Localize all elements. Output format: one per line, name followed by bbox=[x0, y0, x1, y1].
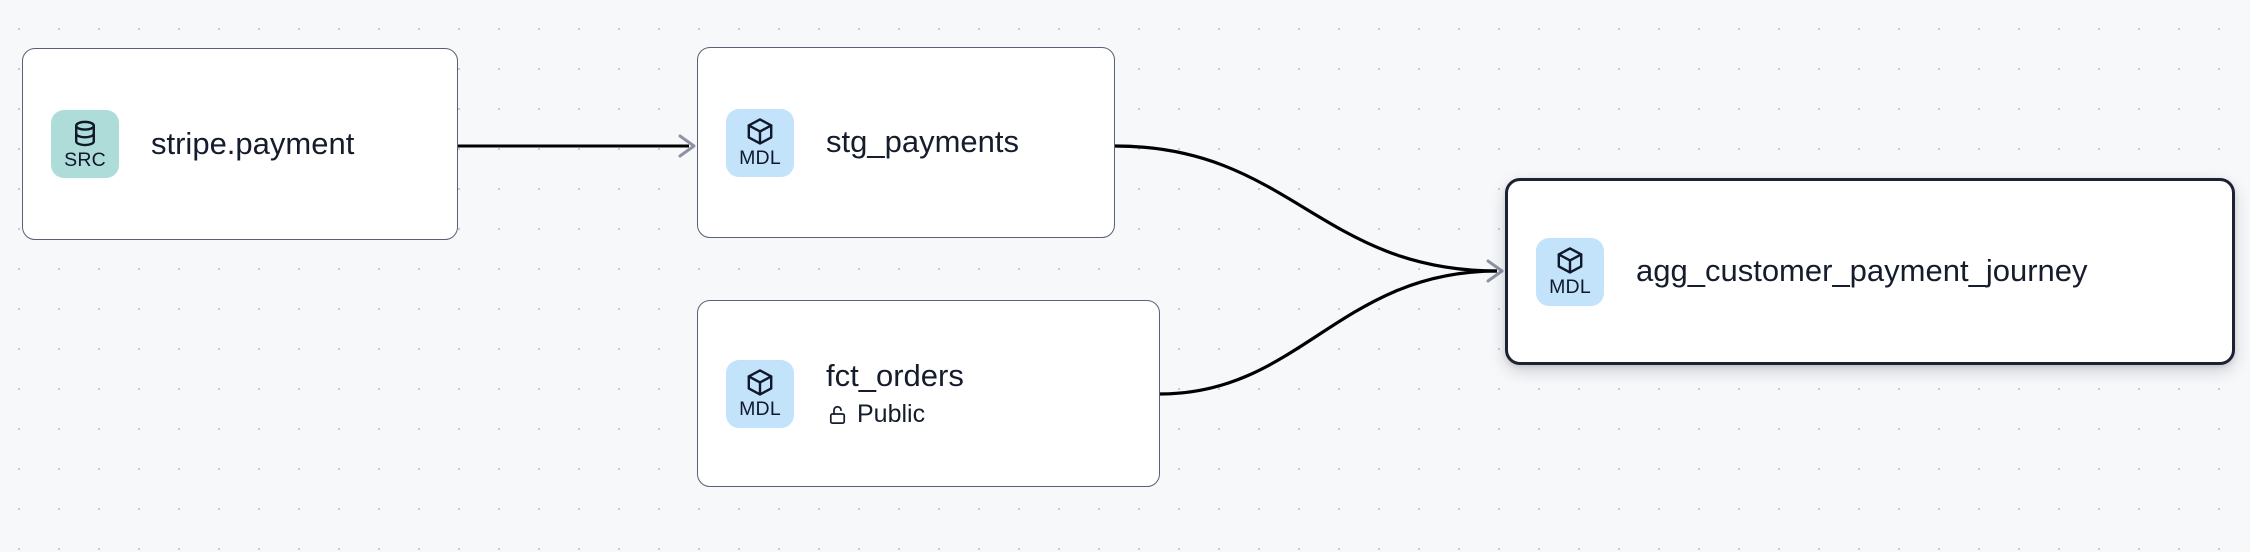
node-type-badge-mdl: MDL bbox=[1536, 237, 1604, 306]
node-title: fct_orders bbox=[826, 358, 964, 394]
node-visibility: Public bbox=[826, 401, 964, 429]
node-title: stripe.payment bbox=[151, 125, 355, 161]
node-title: stg_payments bbox=[826, 124, 1019, 160]
unlock-icon bbox=[829, 406, 846, 425]
node-visibility-label: Public bbox=[857, 400, 926, 429]
edge-stg-to-agg bbox=[1114, 144, 1498, 273]
node-title: agg_customer_payment_journey bbox=[1636, 253, 2088, 289]
cube-icon bbox=[1557, 247, 1583, 274]
edge-stripe-to-stg bbox=[458, 134, 696, 158]
node-type-badge-mdl: MDL bbox=[726, 359, 794, 428]
edge-fct-to-agg bbox=[1159, 269, 1498, 396]
cube-icon bbox=[747, 118, 773, 145]
node-stg-payments[interactable]: MDL stg_payments bbox=[697, 47, 1115, 238]
node-body: stripe.payment bbox=[151, 126, 354, 163]
node-type-badge-src: SRC bbox=[51, 110, 119, 178]
node-type-badge-label: SRC bbox=[64, 148, 106, 171]
node-body: agg_customer_payment_journey bbox=[1636, 253, 2088, 290]
node-agg-customer-payment-journey[interactable]: MDL agg_customer_payment_journey bbox=[1505, 178, 2235, 365]
node-body: stg_payments bbox=[826, 124, 1019, 161]
node-stripe-payment[interactable]: SRC stripe.payment bbox=[22, 48, 458, 240]
edge-arrowhead-agg bbox=[1486, 259, 1504, 283]
node-type-badge-label: MDL bbox=[1549, 276, 1591, 299]
node-type-badge-mdl: MDL bbox=[726, 108, 794, 177]
node-fct-orders[interactable]: MDL fct_orders Public bbox=[697, 300, 1160, 487]
node-body: fct_orders Public bbox=[826, 358, 964, 428]
node-type-badge-label: MDL bbox=[739, 147, 781, 170]
database-icon bbox=[75, 120, 95, 147]
node-type-badge-label: MDL bbox=[739, 398, 781, 421]
cube-icon bbox=[747, 369, 773, 396]
